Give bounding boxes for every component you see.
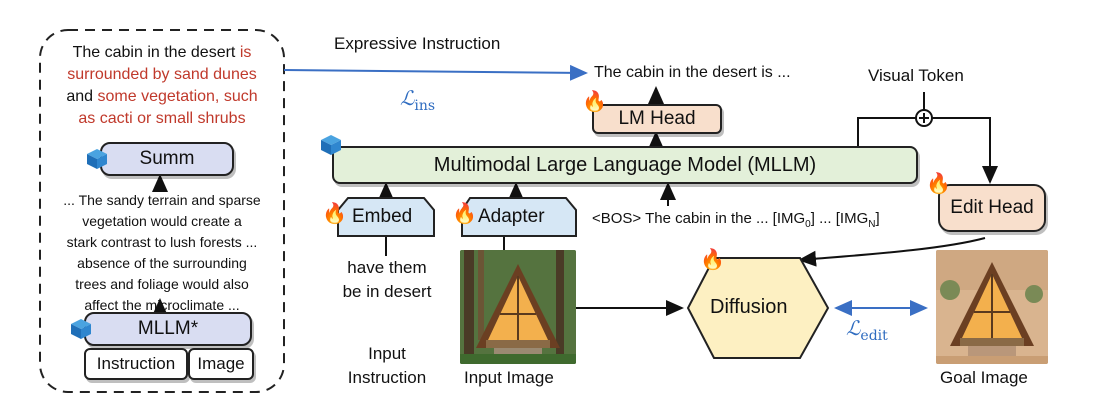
- input-instruction-text: have them be in desert: [332, 256, 442, 304]
- adapter-shape: [461, 197, 577, 237]
- loss-symbol: ℒ: [400, 86, 415, 110]
- expressive-text-red: is: [239, 44, 252, 61]
- visual-token-left-line: [857, 117, 917, 148]
- loss-ins-label: ℒins: [400, 86, 435, 114]
- input-image-caption: Input Image: [464, 368, 554, 387]
- visual-token-label: Visual Token: [868, 66, 964, 85]
- output-line: stark contrast to lush forests ...: [66, 234, 258, 250]
- trainable-fire-icon: 🔥: [322, 203, 347, 225]
- summ-label: Summ: [139, 148, 195, 169]
- mllm-output-text: ... The sandy terrain and sparse vegetat…: [48, 190, 276, 316]
- lm-head-label: LM Head: [618, 108, 696, 129]
- output-line: absence of the surrounding: [77, 255, 247, 271]
- mllm-star-label: MLLM*: [137, 318, 199, 339]
- trainable-fire-icon: 🔥: [700, 249, 725, 271]
- bos-text: <BOS> The cabin in the ... [IMG: [592, 210, 806, 227]
- frozen-cube-icon: [71, 319, 91, 339]
- img0-subscript: 0: [805, 219, 811, 230]
- expressive-instruction-label: Expressive Instruction: [334, 34, 501, 53]
- cabin-forest-image: [460, 250, 576, 364]
- trainable-fire-icon: 🔥: [452, 203, 477, 225]
- trainable-fire-icon: 🔥: [926, 173, 951, 195]
- trainable-fire-icon: 🔥: [582, 91, 607, 113]
- embed-label: Embed: [352, 206, 413, 227]
- lm-head-box: LM Head: [592, 104, 722, 134]
- expressive-text-red: some vegetation, such: [97, 88, 258, 105]
- instruction-input-box: Instruction: [84, 348, 188, 380]
- output-line: trees and foliage would also: [75, 276, 249, 292]
- output-line: vegetation would create a: [82, 213, 242, 229]
- expressive-text-red: surrounded by sand dunes: [67, 66, 257, 83]
- bos-close: ]: [875, 210, 880, 227]
- frozen-cube-icon: [321, 135, 341, 155]
- edit-head-label: Edit Head: [950, 197, 1034, 218]
- output-line: affect the microclimate ...: [84, 297, 240, 313]
- loss-subscript: edit: [860, 328, 888, 344]
- loss-edit-label: ℒedit: [846, 316, 888, 344]
- diffusion-hexagon: [686, 257, 830, 359]
- expressive-text-part: and: [66, 88, 98, 105]
- expressive-text-red: as cacti or small shrubs: [78, 110, 246, 127]
- instruction-line: be in desert: [342, 282, 432, 301]
- edithead-to-diffusion-arrow: [798, 237, 986, 267]
- loss-subscript: ins: [414, 98, 436, 114]
- expressive-text-part: The cabin in the desert: [72, 44, 240, 61]
- instruction-line: have them: [347, 258, 427, 277]
- expressive-instruction-arrow: [283, 64, 588, 81]
- diffusion-label: Diffusion: [710, 296, 788, 318]
- edit-head-box: Edit Head: [938, 184, 1046, 232]
- summ-box: Summ: [100, 142, 234, 176]
- expressive-text-block: The cabin in the desert is surrounded by…: [48, 42, 276, 130]
- image-input-box: Image: [188, 348, 254, 380]
- input-instruction-caption: Input Instruction: [332, 342, 442, 390]
- output-line: ... The sandy terrain and sparse: [63, 192, 261, 208]
- mllm-main-box: Multimodal Large Language Model (MLLM): [332, 146, 918, 184]
- imgN-subscript: N: [868, 219, 876, 230]
- cabin-desert-image: [936, 250, 1048, 364]
- instruction-label: Instruction: [96, 354, 176, 373]
- left-dashed-panel: [39, 29, 285, 393]
- goal-image-caption: Goal Image: [940, 368, 1028, 387]
- frozen-cube-icon: [87, 149, 107, 169]
- caption-line: Instruction: [347, 368, 427, 387]
- bos-mid-text: ] ... [IMG: [810, 210, 869, 227]
- adapter-label: Adapter: [478, 206, 545, 227]
- image-label: Image: [197, 354, 245, 373]
- visual-token-to-edithead: [932, 117, 998, 184]
- bos-sequence: <BOS> The cabin in the ... [IMG0] ... [I…: [592, 210, 880, 230]
- loss-symbol: ℒ: [846, 316, 861, 340]
- mllm-star-box: MLLM*: [84, 312, 252, 346]
- embed-shape: [337, 197, 435, 237]
- mllm-main-label: Multimodal Large Language Model (MLLM): [433, 153, 817, 176]
- caption-line: Input: [368, 344, 406, 363]
- lm-output-text: The cabin in the desert is ...: [594, 64, 791, 81]
